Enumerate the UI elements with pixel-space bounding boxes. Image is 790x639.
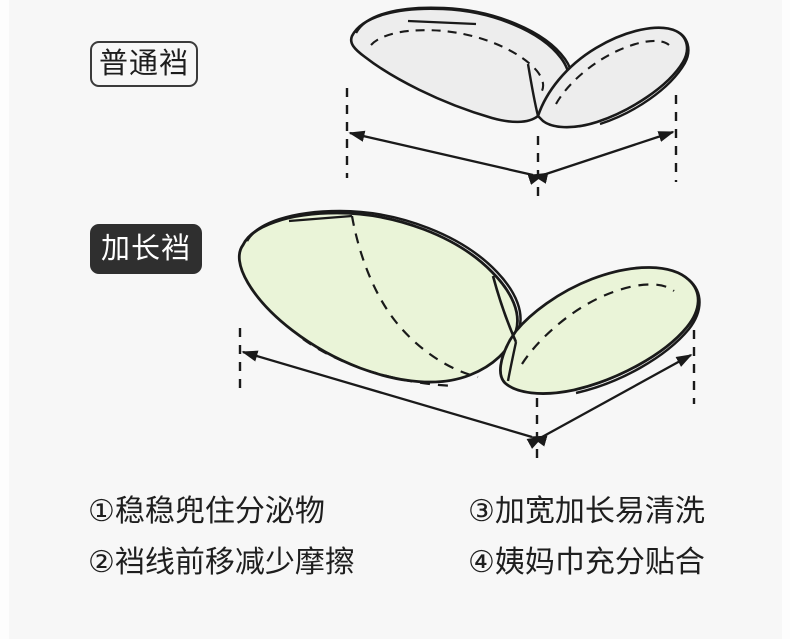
label-regular-gusset: 普通裆 bbox=[90, 41, 198, 87]
feature-item-3: ③加宽加长易清洗 bbox=[468, 495, 705, 528]
feature-item-2: ②裆线前移减少摩擦 bbox=[88, 545, 355, 579]
feature-column-right: ③加宽加长易清洗 ④姨妈巾充分贴合 bbox=[468, 496, 705, 578]
feature-list: ①稳稳兜住分泌物 ②裆线前移减少摩擦 ③加宽加长易清洗 ④姨妈巾充分贴合 bbox=[0, 496, 790, 578]
feature-column-left: ①稳稳兜住分泌物 ②裆线前移减少摩擦 bbox=[88, 496, 468, 578]
regular-gusset-shape bbox=[349, 6, 690, 129]
feature-item-4: ④姨妈巾充分贴合 bbox=[468, 545, 705, 579]
extended-dimension-arrows bbox=[241, 350, 693, 449]
extended-dimension-guides bbox=[238, 328, 696, 462]
label-extended-gusset: 加长裆 bbox=[90, 224, 202, 274]
regular-dimension-guides bbox=[345, 88, 678, 200]
feature-item-1: ①稳稳兜住分泌物 bbox=[88, 495, 325, 528]
regular-dimension-arrows bbox=[348, 130, 675, 185]
extended-gusset-shape bbox=[237, 209, 701, 395]
